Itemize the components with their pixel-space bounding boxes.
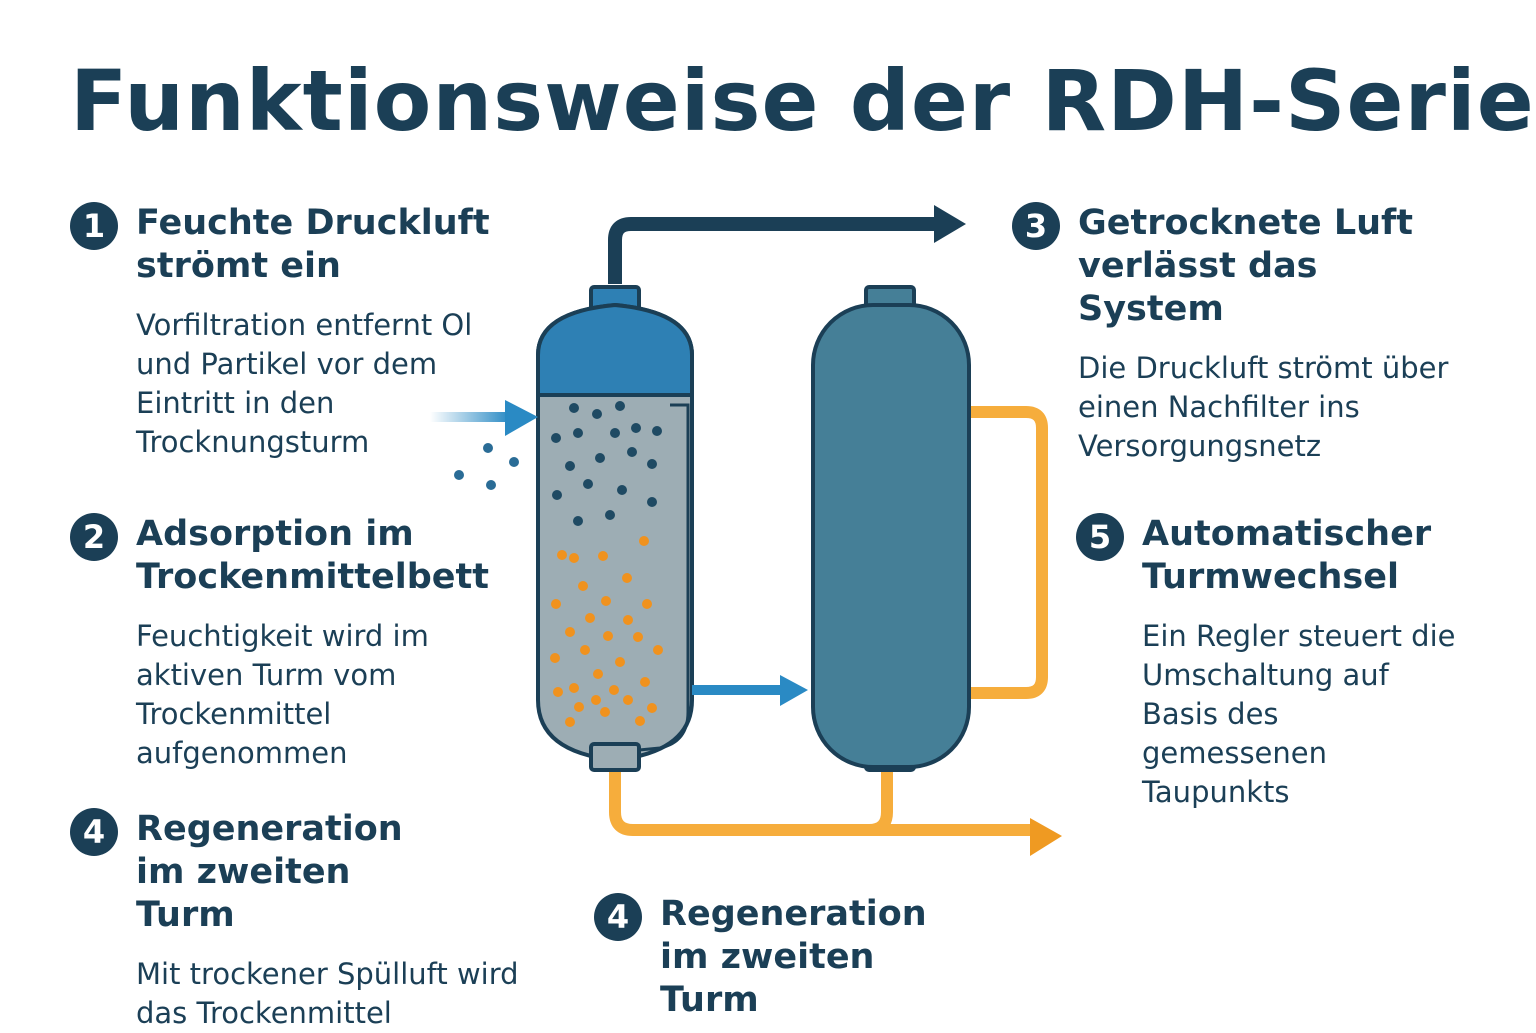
desiccant-particle [591, 695, 601, 705]
desiccant-particle [640, 677, 650, 687]
desiccant-particle [557, 550, 567, 560]
desiccant-particle [647, 703, 657, 713]
desiccant-particle [622, 573, 632, 583]
desiccant-particle [598, 551, 608, 561]
desiccant-particle [592, 409, 602, 419]
desiccant-particle [605, 510, 615, 520]
page-title: Funktionsweise der RDH-Serie [70, 52, 1535, 150]
moisture-droplet [454, 470, 464, 480]
desiccant-particle [578, 581, 588, 591]
desiccant-particle [615, 401, 625, 411]
desiccant-particle [647, 459, 657, 469]
outlet-arrow-icon [934, 205, 966, 243]
desiccant-particle [652, 426, 662, 436]
step-3: 3 Getrocknete Luft verlässt das System D… [1012, 202, 1452, 466]
desiccant-particle [593, 669, 603, 679]
step-4-left-badge: 4 [70, 808, 118, 856]
step-4-left: 4 Regeneration im zweiten Turm Mit trock… [70, 808, 540, 1033]
desiccant-particle [631, 423, 641, 433]
desiccant-particle [603, 631, 613, 641]
step-2-text: Feuchtigkeit wird im aktiven Turm vom Tr… [136, 619, 429, 770]
desiccant-particle [633, 632, 643, 642]
step-5-heading: Automatischer Turmwechsel [1142, 514, 1432, 597]
tower1-drain-nozzle [589, 742, 641, 772]
desiccant-particle [642, 599, 652, 609]
step-4-center-heading: Regeneration im zweiten Turm [660, 894, 927, 1020]
desiccant-particle [601, 596, 611, 606]
desiccant-particle [595, 453, 605, 463]
tower1-cap [536, 302, 694, 397]
tower1-inner-channel [617, 403, 690, 754]
step-2-heading: Adsorption im Trockenmittelbett [136, 514, 489, 597]
purge-bottom-pipe [609, 770, 1036, 836]
transfer-arrow-icon [780, 675, 808, 706]
desiccant-particle [627, 447, 637, 457]
desiccant-particle [574, 702, 584, 712]
step-1-heading: Feuchte Druckluft strömt ein [136, 203, 490, 286]
step-1-text: Vorfiltration entfernt Ol und Partikel v… [136, 308, 473, 459]
desiccant-particle [565, 461, 575, 471]
desiccant-particle [552, 490, 562, 500]
desiccant-particle [565, 627, 575, 637]
desiccant-particle [580, 645, 590, 655]
desiccant-particle [610, 428, 620, 438]
desiccant-particle [639, 536, 649, 546]
desiccant-particle [551, 433, 561, 443]
step-3-text: Die Druckluft strömt über einen Nachfilt… [1078, 351, 1449, 463]
step-1: 1 Feuchte Druckluft strömt ein Vorfiltra… [70, 202, 490, 462]
step-4-left-heading: Regeneration im zweiten Turm [136, 809, 403, 935]
desiccant-particle [600, 707, 610, 717]
desiccant-particle [647, 497, 657, 507]
outlet-pipe [608, 217, 938, 284]
step-4-left-text: Mit trockener Spülluft wird das Trockenm… [136, 957, 519, 1030]
step-2-badge: 2 [70, 513, 118, 561]
desiccant-particle [617, 485, 627, 495]
desiccant-particle [615, 657, 625, 667]
desiccant-particle [573, 428, 583, 438]
moisture-droplet [486, 480, 496, 490]
desiccant-particle [550, 653, 560, 663]
desiccant-particle [635, 716, 645, 726]
step-3-heading: Getrocknete Luft verlässt das System [1078, 203, 1414, 329]
desiccant-particle [569, 553, 579, 563]
desiccant-particle [565, 717, 575, 727]
desiccant-particle [569, 403, 579, 413]
desiccant-particle [553, 687, 563, 697]
moisture-droplet [483, 443, 493, 453]
desiccant-particle [551, 599, 561, 609]
moisture-droplet [509, 457, 519, 467]
desiccant-particle [583, 479, 593, 489]
step-4-center: 4 Regeneration im zweiten Turm [594, 893, 1014, 1022]
desiccant-particle [573, 516, 583, 526]
inlet-line [430, 412, 510, 422]
desiccant-particles [550, 401, 663, 727]
desiccant-particle [585, 613, 595, 623]
step-5-badge: 5 [1076, 513, 1124, 561]
step-4-center-badge: 4 [594, 893, 642, 941]
step-2: 2 Adsorption im Trockenmittelbett Feucht… [70, 513, 490, 773]
tower2-body [811, 303, 971, 769]
desiccant-particle [609, 685, 619, 695]
purge-loop-pipe [968, 406, 1048, 699]
inlet-arrow-icon [505, 400, 538, 436]
step-1-badge: 1 [70, 202, 118, 250]
step-5-text: Ein Regler steuert die Umschaltung auf B… [1142, 619, 1456, 809]
desiccant-particle [623, 615, 633, 625]
purge-exhaust-arrow-icon [1030, 818, 1062, 856]
purge-riser-pipe [868, 770, 893, 836]
step-5: 5 Automatischer Turmwechsel Ein Regler s… [1076, 513, 1496, 812]
desiccant-particle [653, 645, 663, 655]
step-3-badge: 3 [1012, 202, 1060, 250]
desiccant-particle [623, 695, 633, 705]
desiccant-particle [569, 683, 579, 693]
